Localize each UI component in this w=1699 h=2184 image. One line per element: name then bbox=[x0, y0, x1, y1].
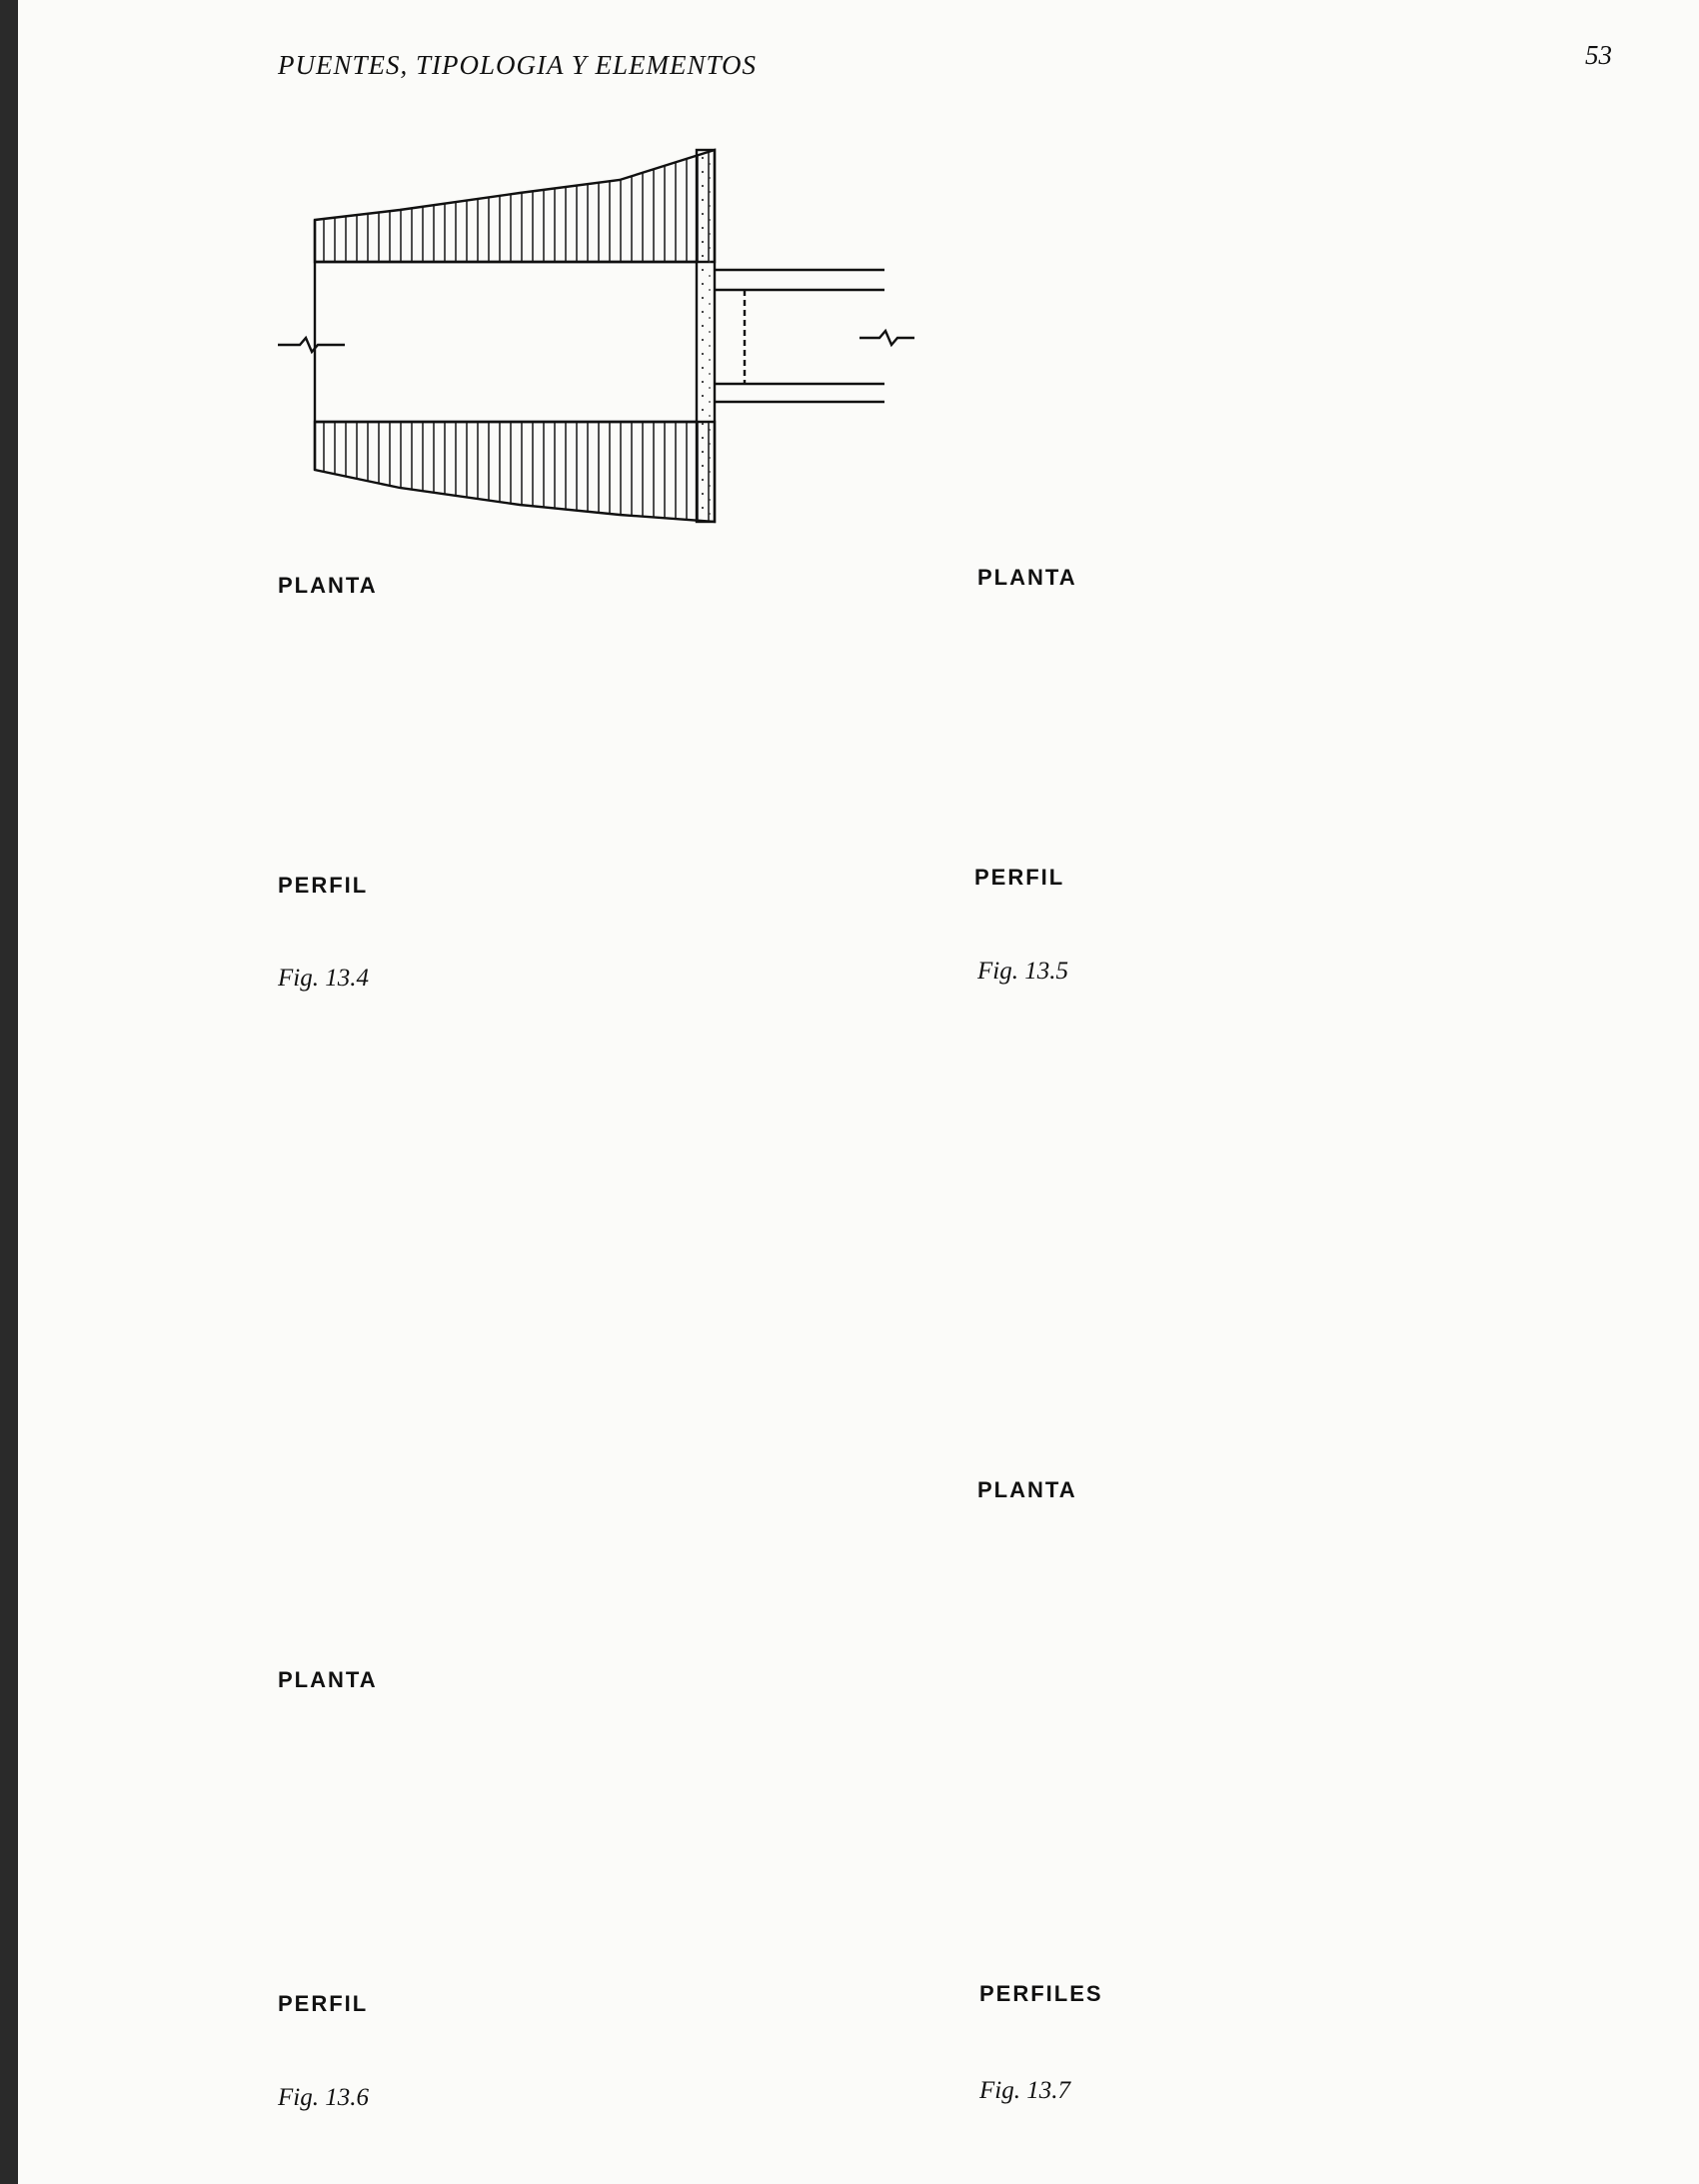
running-title: PUENTES, TIPOLOGIA Y ELEMENTOS bbox=[278, 50, 758, 80]
fig-13-7-planta-label: PLANTA bbox=[977, 1477, 1077, 1502]
fig-13-5-perfil-label: PERFIL bbox=[974, 865, 1065, 890]
fig-13-4-planta-drawing bbox=[278, 148, 914, 524]
fig-13-4-perfil-label: PERFIL bbox=[278, 873, 369, 898]
fig-13-4-planta-label: PLANTA bbox=[278, 573, 378, 598]
fig-13-7-caption: Fig. 13.7 bbox=[979, 2077, 1070, 2104]
page-number: 53 bbox=[1585, 40, 1612, 70]
scan-binding-edge bbox=[0, 0, 18, 2184]
fig-13-6-caption: Fig. 13.6 bbox=[278, 2084, 369, 2111]
fig-13-6-planta-label: PLANTA bbox=[278, 1667, 378, 1692]
fig-13-4-caption: Fig. 13.4 bbox=[278, 965, 369, 992]
fig-13-7-perfiles-label: PERFILES bbox=[979, 1981, 1103, 2006]
fig-13-6-perfil-label: PERFIL bbox=[278, 1991, 369, 2016]
fig-13-5-planta-label: PLANTA bbox=[977, 565, 1077, 590]
fig-13-5-caption: Fig. 13.5 bbox=[977, 958, 1068, 985]
